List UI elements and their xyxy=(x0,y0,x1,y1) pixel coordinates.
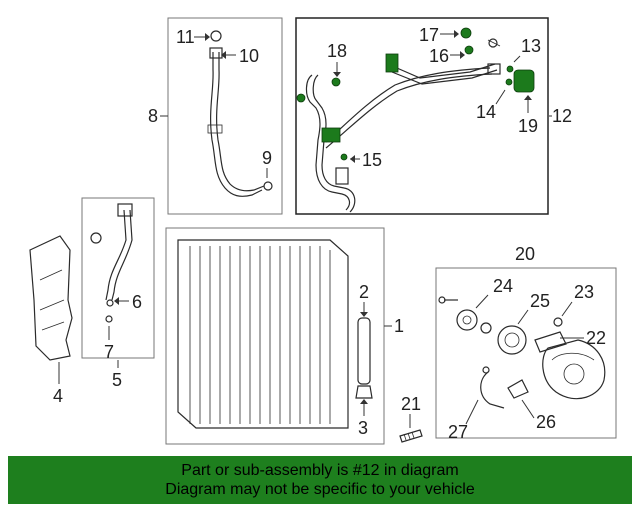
callout-18: 18 xyxy=(327,41,347,61)
box-tube-assembly-12 xyxy=(295,17,549,215)
callout-3: 3 xyxy=(358,418,368,438)
callout-22: 22 xyxy=(586,328,606,348)
callout-9: 9 xyxy=(262,148,272,168)
bracket-part-4 xyxy=(29,235,73,361)
box-condenser-1 xyxy=(165,227,385,445)
callout-19: 19 xyxy=(518,116,538,136)
callout-5: 5 xyxy=(112,370,122,390)
callout-27: 27 xyxy=(448,422,468,442)
callout-16: 16 xyxy=(429,46,449,66)
callout-4: 4 xyxy=(53,386,63,406)
box-hose-assembly-8 xyxy=(167,17,283,215)
callout-11: 11 xyxy=(176,27,195,47)
banner-line-disclaimer: Diagram may not be specific to your vehi… xyxy=(165,481,475,498)
callout-25: 25 xyxy=(530,291,550,311)
callout-10: 10 xyxy=(239,46,259,66)
callout-26: 26 xyxy=(536,412,556,432)
info-banner: Part or sub-assembly is #12 in diagram D… xyxy=(8,456,632,504)
callout-1: 1 xyxy=(394,316,404,336)
callout-13: 13 xyxy=(521,36,541,56)
callout-2: 2 xyxy=(359,282,369,302)
callout-21: 21 xyxy=(401,394,421,414)
box-compressor-20 xyxy=(435,267,617,439)
callout-24: 24 xyxy=(493,276,513,296)
callout-23: 23 xyxy=(574,282,594,302)
parts-diagram: 11 10 8 9 18 17 16 13 14 19 12 xyxy=(29,17,617,445)
callout-7: 7 xyxy=(104,342,114,362)
callout-8: 8 xyxy=(148,106,158,126)
callout-20: 20 xyxy=(515,244,535,264)
callout-14: 14 xyxy=(476,102,496,122)
banner-line-part-info: Part or sub-assembly is #12 in diagram xyxy=(181,462,459,479)
callout-12: 12 xyxy=(552,106,572,126)
callout-17: 17 xyxy=(419,25,439,45)
box-receiver-line-5 xyxy=(81,197,155,359)
callout-15: 15 xyxy=(362,150,382,170)
bolt-part-21 xyxy=(399,429,423,443)
callout-6: 6 xyxy=(132,292,142,312)
